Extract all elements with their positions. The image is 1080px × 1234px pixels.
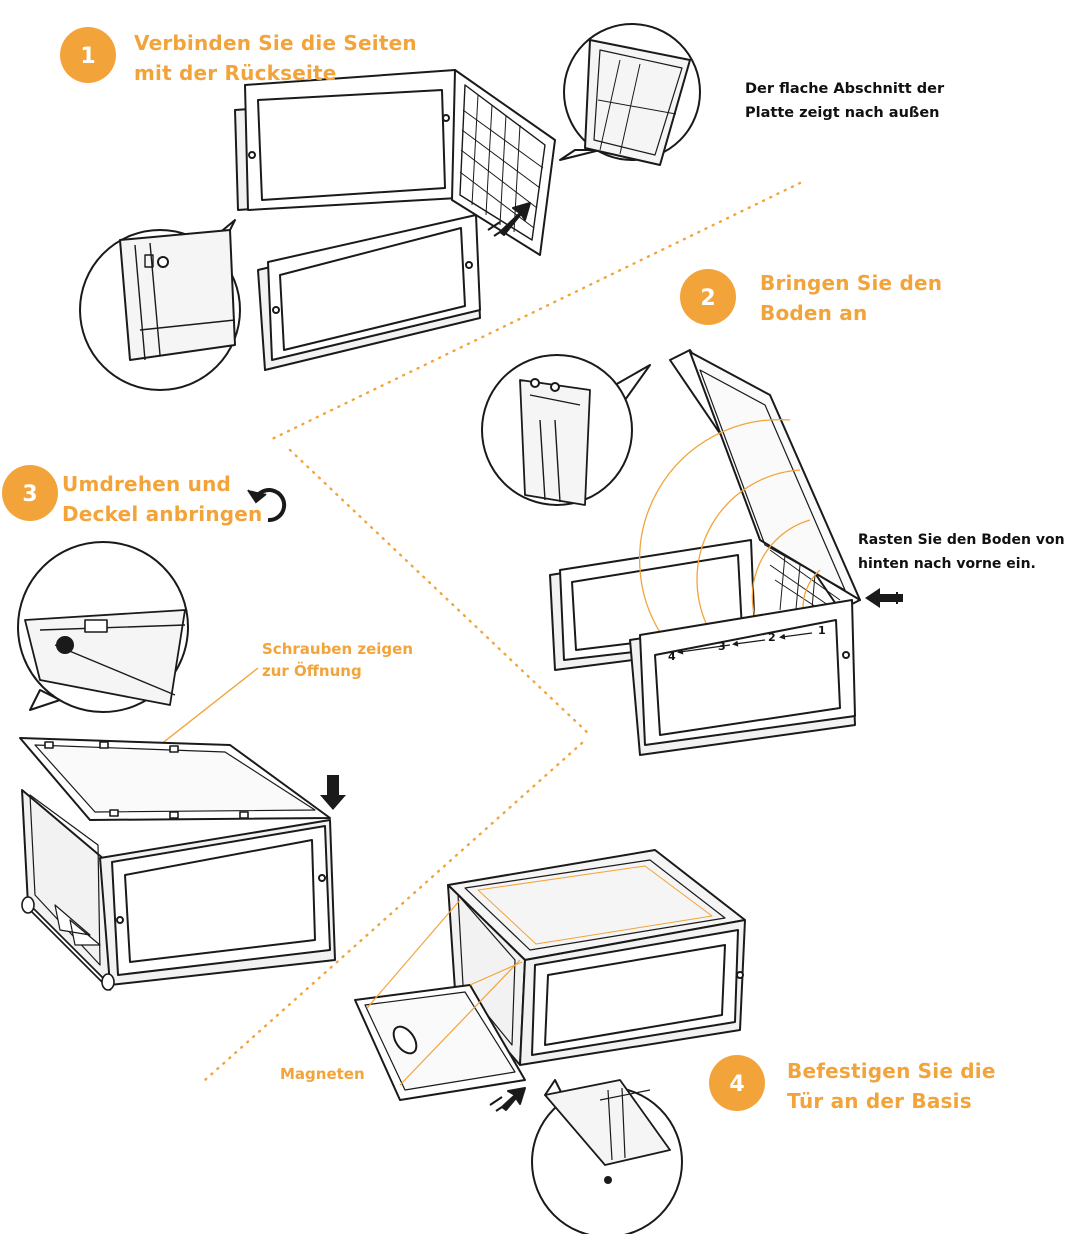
step-1-title-line2: mit der Rückseite: [134, 61, 337, 85]
magnets-note-text: Magneten: [280, 1065, 365, 1083]
step-3-title-line1: Umdrehen und: [62, 472, 232, 496]
magnets-note: Magneten: [280, 1063, 365, 1085]
step-2-illustration: 4 3 2 1: [481, 349, 903, 756]
push-arrow-icon: [865, 588, 903, 608]
svg-text:2: 2: [700, 286, 715, 311]
rotate-arrow-icon: [247, 488, 287, 523]
step-4-illustration: [354, 849, 746, 1234]
snap-note-line2: hinten nach vorne ein.: [858, 556, 1036, 572]
step-3-title: Umdrehen und Deckel anbringen: [62, 469, 263, 529]
svg-text:1: 1: [80, 44, 95, 69]
step-3-badge: 3: [2, 465, 58, 521]
screws-note-line1: Schrauben zeigen: [262, 640, 414, 658]
screws-note-line2: zur Öffnung: [262, 662, 362, 680]
step-1-title-line1: Verbinden Sie die Seiten: [134, 31, 417, 55]
step-1-badge: 1: [60, 27, 116, 83]
step-1-title: Verbinden Sie die Seiten mit der Rücksei…: [134, 28, 417, 88]
svg-text:3: 3: [718, 640, 726, 653]
svg-text:1: 1: [818, 624, 826, 637]
flat-side-note-line1: Der flache Abschnitt der: [745, 81, 945, 97]
step-2-badge: 2: [680, 269, 736, 325]
step-2-title: Bringen Sie den Boden an: [760, 268, 942, 328]
svg-text:2: 2: [768, 631, 776, 644]
step-2-title-line2: Boden an: [760, 301, 868, 325]
snap-note-line1: Rasten Sie den Boden von: [858, 532, 1065, 548]
snap-note: Rasten Sie den Boden von hinten nach vor…: [858, 528, 1065, 576]
svg-text:4: 4: [668, 650, 676, 663]
step-3-illustration: [17, 541, 346, 991]
step-4-title: Befestigen Sie die Tür an der Basis: [787, 1056, 996, 1116]
dotted-separators: [203, 181, 802, 1082]
step-4-badge: 4: [709, 1055, 765, 1111]
flat-side-note: Der flache Abschnitt der Platte zeigt na…: [745, 77, 944, 125]
step-3-title-line2: Deckel anbringen: [62, 502, 263, 526]
svg-text:4: 4: [729, 1072, 744, 1097]
step-4-title-line1: Befestigen Sie die: [787, 1059, 996, 1083]
svg-text:3: 3: [22, 482, 37, 507]
step-1-illustration: [79, 23, 701, 391]
step-4-title-line2: Tür an der Basis: [787, 1089, 972, 1113]
step-2-title-line1: Bringen Sie den: [760, 271, 943, 295]
screws-note: Schrauben zeigen zur Öffnung: [262, 638, 413, 682]
flat-side-note-line2: Platte zeigt nach außen: [745, 105, 940, 121]
